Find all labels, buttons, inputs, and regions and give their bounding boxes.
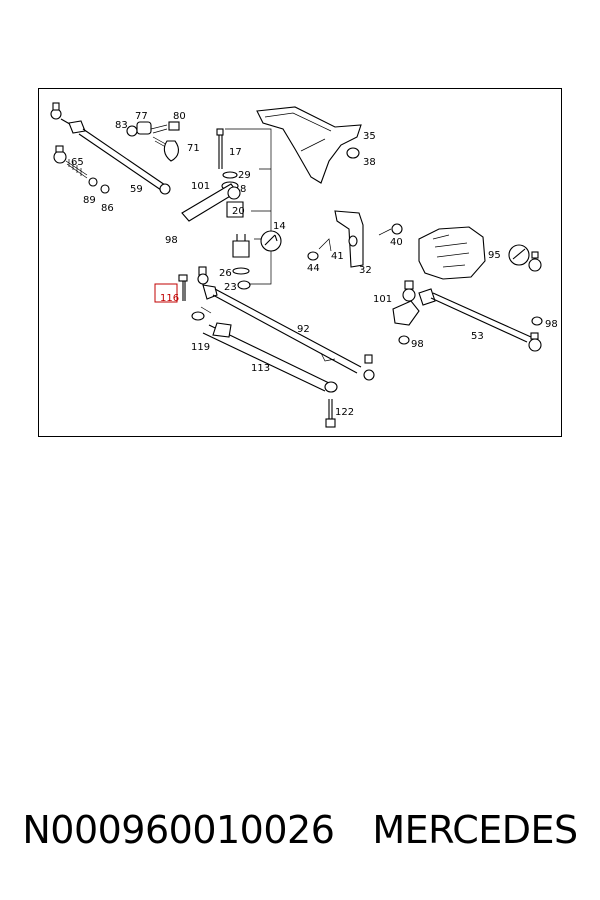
exploded-view-drawing: 77 80 83 71 17 35 38 65 29 8 101 59 89 8… (50, 102, 558, 428)
callout-98-left: 98 (165, 235, 178, 246)
callout-77: 77 (135, 111, 148, 122)
callout-116-highlighted: 116 (160, 293, 179, 304)
wrench-icon (260, 230, 282, 252)
callout-98-lower: 98 (411, 339, 424, 350)
part-number: N000960010026 (22, 808, 335, 852)
callout-35: 35 (363, 131, 376, 142)
callout-86: 86 (101, 203, 114, 214)
callout-20: 20 (232, 206, 245, 217)
callout-32: 32 (359, 265, 372, 276)
tie-rod-end-left (53, 145, 110, 194)
callout-98-right: 98 (545, 319, 558, 330)
callout-53: 53 (471, 331, 484, 342)
callout-101-top: 101 (191, 181, 210, 192)
callout-119: 119 (191, 342, 210, 353)
tie-rod-upper (50, 102, 171, 195)
callout-122: 122 (335, 407, 354, 418)
callout-71: 71 (187, 143, 200, 154)
callout-labels: 77 80 83 71 17 35 38 65 29 8 101 59 89 8… (71, 111, 558, 418)
callout-95: 95 (488, 250, 501, 261)
highlight-box (154, 283, 178, 303)
bolt-116 (178, 274, 188, 301)
callout-83: 83 (115, 120, 128, 131)
bracket-upper (256, 106, 362, 184)
steering-gearbox (418, 226, 542, 280)
callout-92: 92 (297, 324, 310, 335)
callout-8: 8 (240, 184, 246, 195)
callout-17: 17 (229, 147, 242, 158)
callout-89: 89 (83, 195, 96, 206)
callout-65: 65 (71, 157, 84, 168)
callout-101-right: 101 (373, 294, 392, 305)
callout-14: 14 (273, 221, 286, 232)
bolt-group-top (126, 121, 180, 162)
callout-38: 38 (363, 157, 376, 168)
tie-rod-center (197, 266, 375, 381)
callout-26: 26 (219, 268, 232, 279)
caption-bar: N000960010026 MERCEDES (0, 808, 600, 852)
bolt-122 (325, 399, 336, 428)
callout-23: 23 (224, 282, 237, 293)
tie-rod-lower-right (392, 280, 543, 352)
pitman-arm (181, 128, 272, 290)
callout-113: 113 (251, 363, 270, 374)
callout-59: 59 (130, 184, 143, 195)
brand-name: MERCEDES (372, 808, 578, 852)
callout-80: 80 (173, 111, 186, 122)
bracket-right (307, 210, 403, 268)
callout-29: 29 (238, 170, 251, 181)
steering-damper (191, 306, 338, 393)
callout-40: 40 (390, 237, 403, 248)
callout-44: 44 (307, 263, 320, 274)
parts-diagram: 77 80 83 71 17 35 38 65 29 8 101 59 89 8… (38, 88, 562, 437)
callout-41: 41 (331, 251, 344, 262)
